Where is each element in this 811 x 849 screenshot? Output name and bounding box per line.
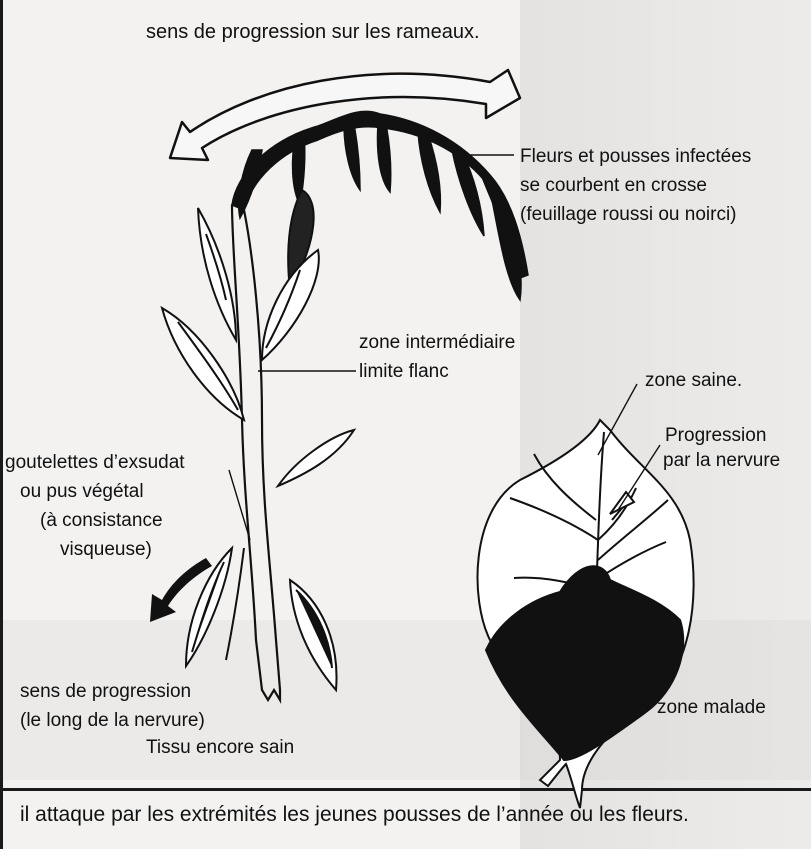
plant-stem <box>232 205 280 700</box>
label-tissu-sain: Tissu encore sain <box>146 733 294 762</box>
label-sens-progression-line1: sens de progression <box>20 677 191 706</box>
infected-leaf <box>478 420 694 808</box>
plant-leaves <box>162 190 354 690</box>
label-zone-intermediaire-line2: limite flanc <box>359 357 449 386</box>
label-flowers-line1: Fleurs et pousses infectées <box>520 142 751 171</box>
label-goutelettes-line3: (à consistance <box>40 506 163 535</box>
label-progression-line2: par la nervure <box>663 446 780 475</box>
label-goutelettes-line2: ou pus végétal <box>20 477 144 506</box>
label-zone-malade: zone malade <box>657 693 766 722</box>
infected-flower-crook <box>232 111 528 300</box>
label-goutelettes-line1: goutelettes d’exsudat <box>5 448 185 477</box>
label-goutelettes-line4: visqueuse) <box>60 535 152 564</box>
label-flowers-line3: (feuillage roussi ou noirci) <box>520 200 737 229</box>
diagram-caption: il attaque par les extrémités les jeunes… <box>20 800 689 829</box>
label-zone-intermediaire-line1: zone intermédiaire <box>359 328 515 357</box>
label-zone-saine: zone saine. <box>645 366 742 395</box>
label-sens-progression-line2: (le long de la nervure) <box>20 706 205 735</box>
label-flowers-line2: se courbent en crosse <box>520 171 707 200</box>
diagram-title: sens de progression sur les rameaux. <box>146 18 480 47</box>
